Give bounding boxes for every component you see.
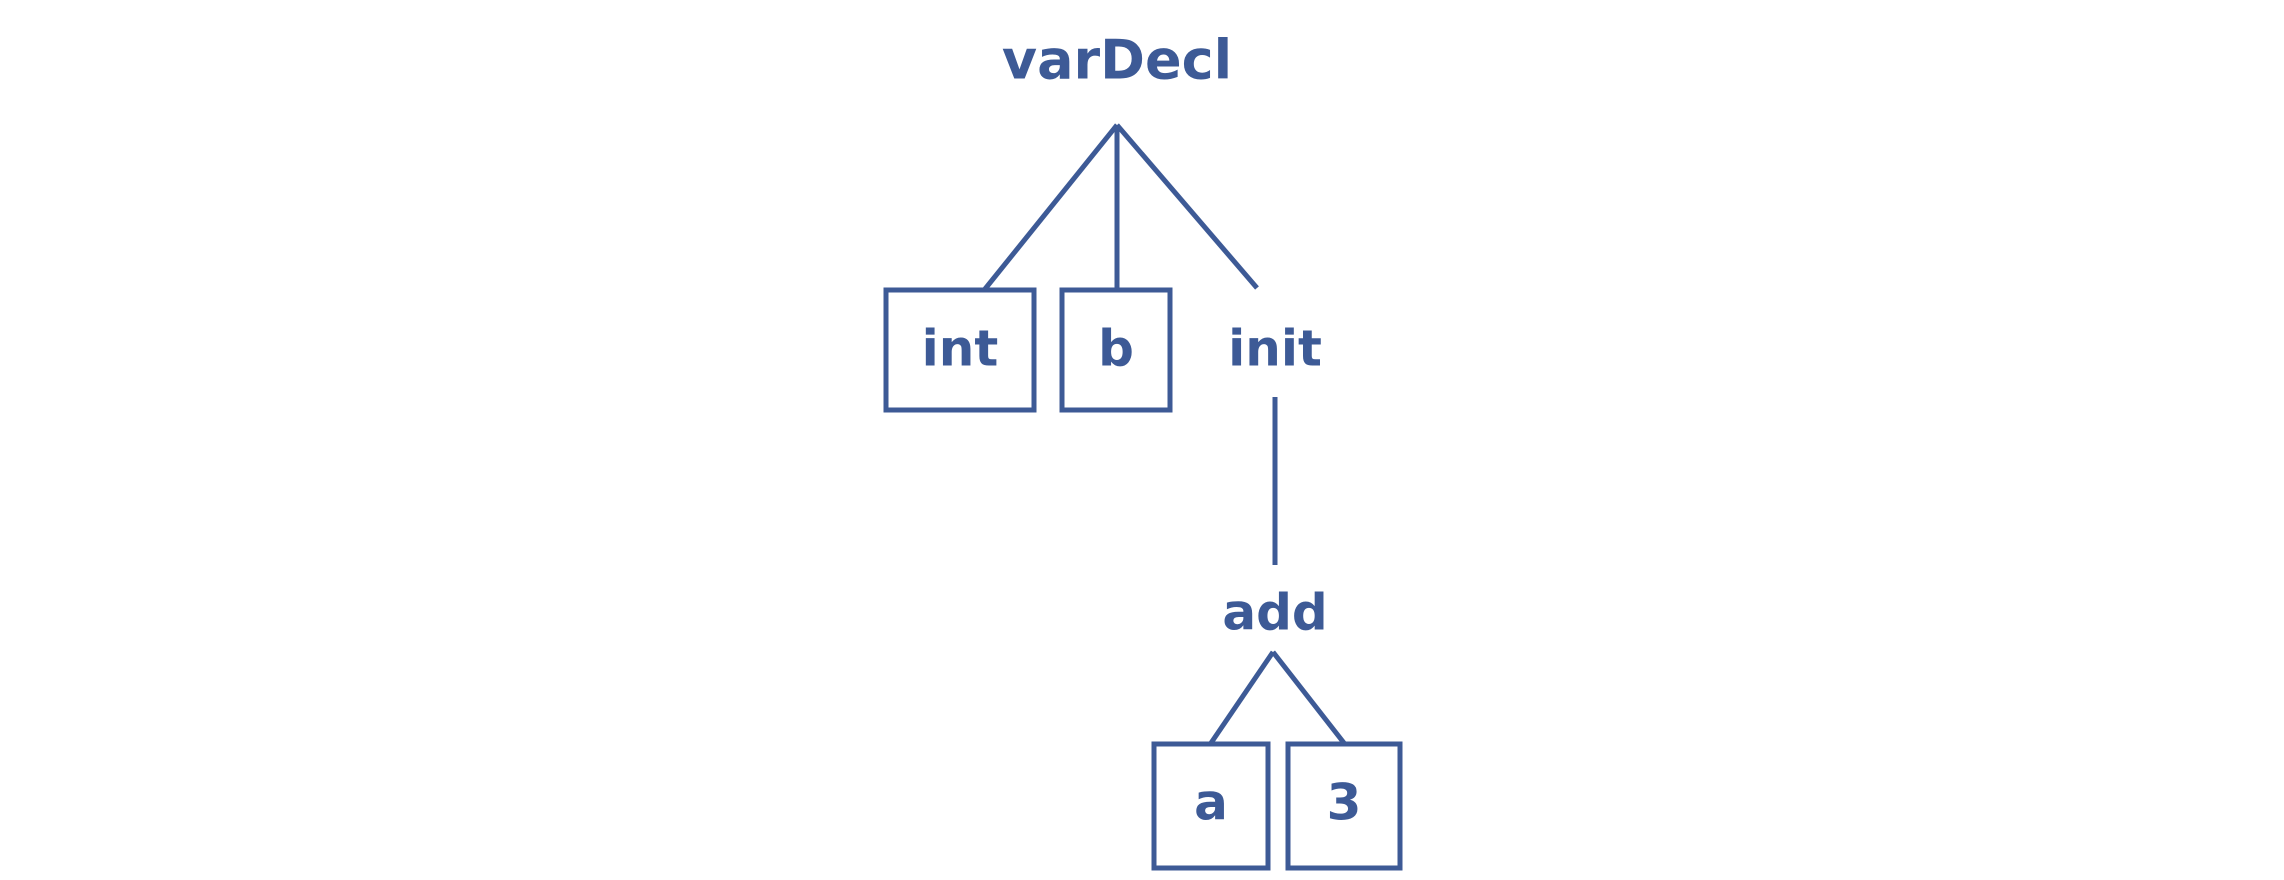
node-init-label: init bbox=[1228, 320, 1322, 378]
node-a-box[interactable] bbox=[1151, 741, 1271, 871]
node-vardecl[interactable]: varDecl bbox=[1002, 29, 1232, 92]
node-int[interactable]: int bbox=[883, 287, 1037, 413]
edge-add-3 bbox=[1271, 650, 1346, 745]
edge-vardecl-int bbox=[983, 123, 1119, 291]
node-b-box[interactable] bbox=[1059, 287, 1173, 413]
node-add-label: add bbox=[1222, 584, 1327, 642]
node-init[interactable]: init bbox=[1228, 320, 1322, 378]
node-add[interactable]: add bbox=[1222, 584, 1327, 642]
node-3[interactable]: 3 bbox=[1285, 741, 1403, 871]
edge-add-a bbox=[1208, 650, 1276, 745]
edge-vardecl-init bbox=[1115, 123, 1259, 290]
node-int-label: int bbox=[922, 320, 999, 378]
node-vardecl-label: varDecl bbox=[1002, 29, 1232, 92]
node-a[interactable]: a bbox=[1151, 741, 1271, 871]
node-b-label: b bbox=[1098, 320, 1134, 378]
edge-group bbox=[983, 123, 1346, 745]
node-a-label: a bbox=[1194, 774, 1228, 832]
node-b[interactable]: b bbox=[1059, 287, 1173, 413]
node-int-box[interactable] bbox=[883, 287, 1037, 413]
node-3-label: 3 bbox=[1327, 774, 1362, 832]
node-3-box[interactable] bbox=[1285, 741, 1403, 871]
